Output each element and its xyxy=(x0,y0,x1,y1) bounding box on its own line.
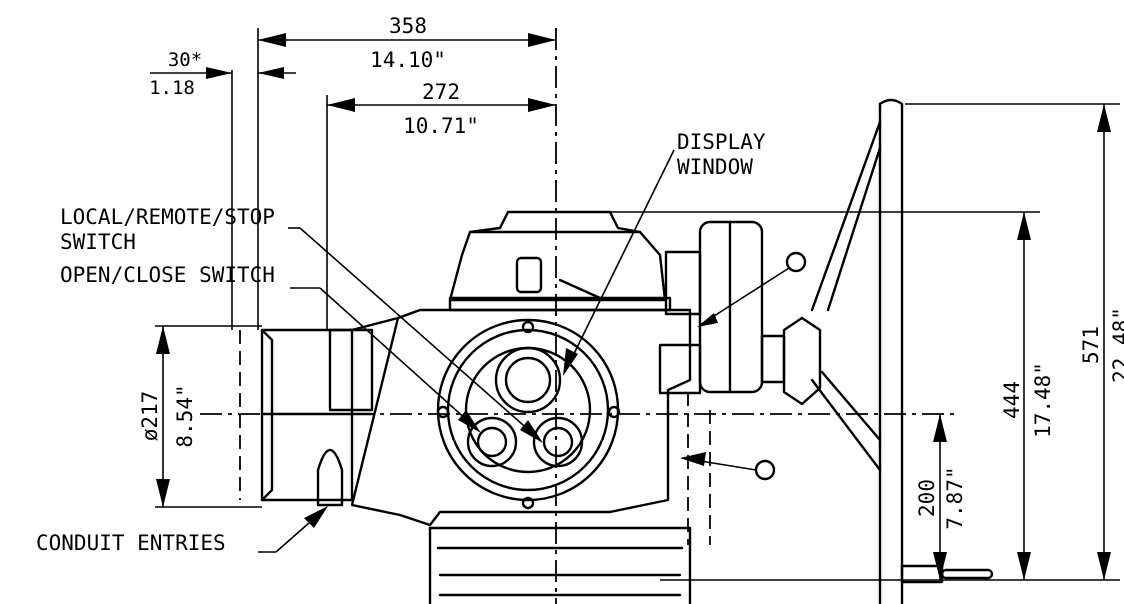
dim-overall-width-mm: 358 xyxy=(389,14,427,38)
note-balloons xyxy=(680,251,807,481)
dim-offset: 30* 1.18 xyxy=(149,49,296,99)
dim-body-height: 444 17.48" xyxy=(1000,212,1055,580)
callout-display-window: DISPLAY WINDOW xyxy=(563,130,766,376)
dim-flange-center: 272 10.71" xyxy=(327,80,556,138)
open-close-label: OPEN/CLOSE SWITCH xyxy=(60,263,275,287)
dim-diameter: ø217 8.54" xyxy=(138,326,197,507)
actuator-body xyxy=(239,210,786,604)
local-remote-label-1: LOCAL/REMOTE/STOP xyxy=(60,205,275,229)
dim-body-height-mm: 444 xyxy=(1000,381,1024,419)
dim-base-height-in: 7.87" xyxy=(943,466,967,529)
dim-total-height-in: 22.48" xyxy=(1109,307,1124,383)
handwheel xyxy=(782,98,994,604)
callout-local-remote: LOCAL/REMOTE/STOP SWITCH xyxy=(60,205,543,443)
dim-base-height: 200 7.87" xyxy=(915,414,967,580)
extension-lines xyxy=(155,28,1120,604)
dim-overall-width-in: 14.10" xyxy=(370,48,446,72)
note-balloon-bottom xyxy=(754,459,776,481)
display-window-label-2: WINDOW xyxy=(677,155,753,179)
dim-body-height-in: 17.48" xyxy=(1031,362,1055,438)
dim-offset-in: 1.18 xyxy=(149,77,195,99)
dim-diameter-mm: ø217 xyxy=(138,391,162,442)
conduit-label: CONDUIT ENTRIES xyxy=(36,531,226,555)
dim-total-height-mm: 571 xyxy=(1079,326,1103,364)
dim-flange-center-mm: 272 xyxy=(422,80,460,104)
dim-flange-center-in: 10.71" xyxy=(403,114,479,138)
dim-diameter-in: 8.54" xyxy=(173,384,197,447)
local-remote-label-2: SWITCH xyxy=(60,230,136,254)
dim-offset-mm: 30* xyxy=(168,49,202,71)
callout-conduit: CONDUIT ENTRIES xyxy=(36,506,328,555)
note-balloon-top xyxy=(785,251,807,273)
display-window-label-1: DISPLAY xyxy=(677,130,766,154)
dim-base-height-mm: 200 xyxy=(915,479,939,517)
callout-open-close: OPEN/CLOSE SWITCH xyxy=(60,263,481,433)
dim-overall-width: 358 14.10" xyxy=(258,14,556,72)
dim-total-height: 571 22.48" xyxy=(1079,104,1124,580)
